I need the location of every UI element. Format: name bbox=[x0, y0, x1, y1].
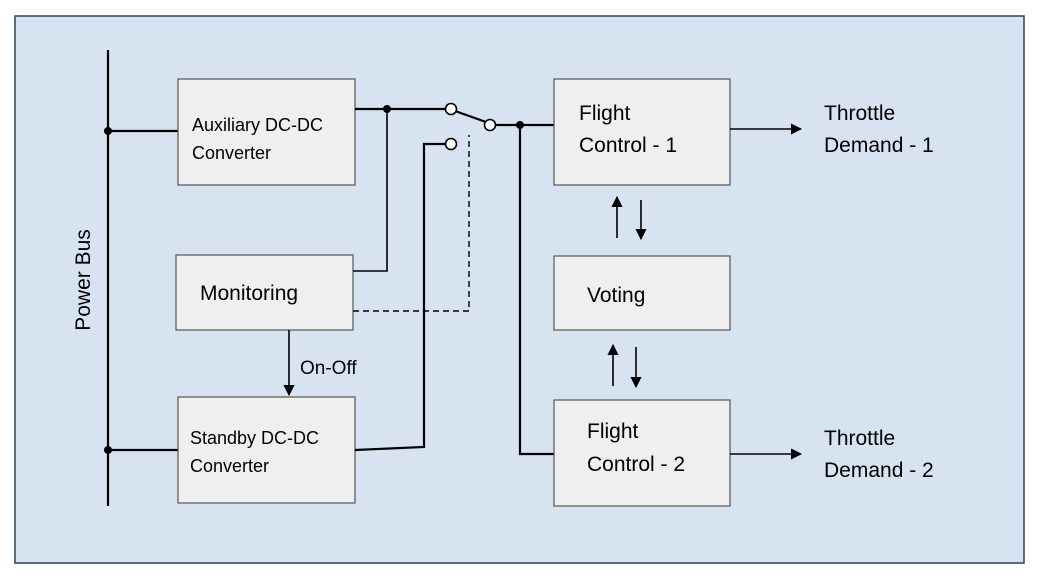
auxiliary-converter-block: Auxiliary DC-DC Converter bbox=[177, 78, 356, 186]
voting-label: Voting bbox=[587, 284, 645, 307]
flight-control-2-block: Flight Control - 2 bbox=[553, 399, 731, 507]
flight-control-2-line2: Control - 2 bbox=[587, 453, 685, 476]
standby-converter-line2: Converter bbox=[190, 456, 269, 476]
bus-node-bottom bbox=[104, 446, 112, 454]
switch-control-dashed-line bbox=[353, 135, 470, 312]
flight-control-1-block: Flight Control - 1 bbox=[553, 78, 731, 186]
flight-control-1-line1: Flight bbox=[579, 102, 631, 125]
switch-blade bbox=[454, 109, 487, 124]
standby-output-wire bbox=[354, 142, 445, 452]
throttle-2-line1: Throttle bbox=[824, 427, 895, 450]
switch-contact-auxiliary bbox=[444, 102, 458, 116]
monitoring-label: Monitoring bbox=[200, 282, 298, 305]
auxiliary-converter-line1: Auxiliary DC-DC bbox=[192, 115, 323, 135]
throttle-1-line2: Demand - 1 bbox=[824, 134, 934, 157]
switch-common-contact bbox=[483, 118, 497, 132]
changeover-switch bbox=[444, 102, 497, 151]
flight-control-2-line1: Flight bbox=[587, 420, 639, 443]
monitoring-block: Monitoring bbox=[175, 254, 354, 331]
voting-block: Voting bbox=[553, 255, 731, 331]
on-off-label: On-Off bbox=[300, 358, 357, 379]
bus-node-top bbox=[104, 127, 112, 135]
throttle-1-line1: Throttle bbox=[824, 102, 895, 125]
flight-control-1-line2: Control - 1 bbox=[579, 134, 677, 157]
power-bus-label: Power Bus bbox=[72, 229, 95, 331]
flight-control-2-feed-wire bbox=[518, 125, 554, 456]
throttle-2-line2: Demand - 2 bbox=[824, 459, 934, 482]
standby-converter-line1: Standby DC-DC bbox=[190, 428, 319, 448]
monitoring-sense-wire bbox=[353, 109, 388, 272]
switch-contact-standby bbox=[444, 137, 458, 151]
standby-converter-block: Standby DC-DC Converter bbox=[177, 396, 356, 504]
auxiliary-converter-line2: Converter bbox=[192, 143, 271, 163]
